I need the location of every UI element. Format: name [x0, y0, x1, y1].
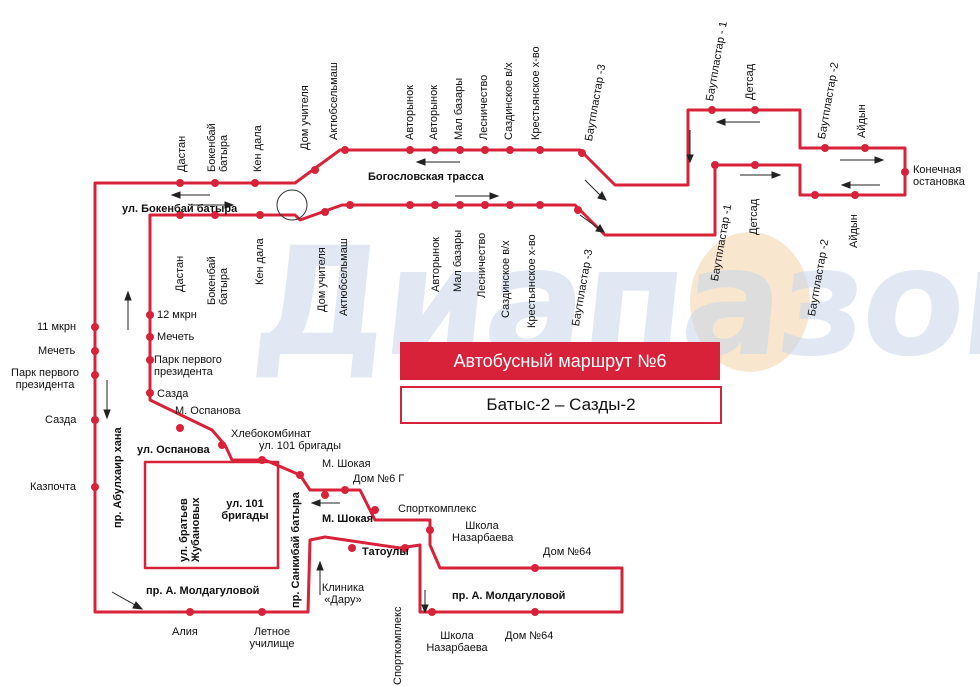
stop-label: Бокенбай батыра: [206, 123, 230, 172]
stop-label: Казпочта: [30, 481, 77, 493]
stop-label: 11 мкрн: [37, 321, 77, 333]
street-label-101: ул. 101 бригады: [221, 498, 269, 522]
route-title: Автобусный маршрут №6: [400, 342, 720, 380]
street-label-bogoslovskaya: Богословская трасса: [368, 171, 484, 183]
stop-label: Сазда: [157, 388, 189, 400]
stop-label: Дом учителя: [299, 85, 311, 150]
street-label-moldagulova-right: пр. А. Молдагуловой: [452, 590, 566, 602]
stop-label: Спорткомплекс: [398, 503, 477, 515]
stop-label: Саздинское в/х: [500, 240, 512, 318]
stop-label: Детсад: [744, 63, 756, 100]
stop-label: Мал базары: [453, 77, 465, 140]
stop-label: Кен дала: [252, 125, 264, 172]
stop-label: Айдын: [848, 214, 860, 248]
stop-label: Школа Назарбаева: [452, 520, 514, 544]
street-label-tatoulyi: Татоулы: [362, 546, 409, 558]
stop-label: Мал базары: [452, 229, 464, 292]
stop-label: Саздинское в/х: [503, 62, 515, 140]
stop-label: Алия: [172, 626, 198, 638]
stop-label: Айдын: [856, 104, 868, 138]
stop-label: Хлебокомбинат: [231, 428, 312, 440]
route-name: Батыс-2 – Сазды-2: [400, 386, 722, 424]
stop-label: Актюбсельмаш: [338, 238, 350, 316]
stop-label: Летное училище: [249, 626, 295, 650]
street-label-abulkhair: пр. Абулхаир хана: [112, 427, 124, 528]
stop-label: Бокенбай батыра: [206, 256, 230, 305]
stop-label: Дом №64: [543, 546, 592, 558]
stop-label: Лесничество: [478, 74, 490, 140]
stop-label: Дом №6 Г: [353, 473, 405, 485]
street-label-ospanova: ул. Оспанова: [137, 444, 210, 456]
route-line-outer: [93, 108, 907, 614]
stop-label: Клиника «Дару»: [321, 582, 365, 606]
street-label-sankibai: пр. Санкибай батыра: [290, 492, 302, 608]
stop-label: Авторынок: [404, 85, 416, 140]
street-label-moldagulova-left: пр. А. Молдагуловой: [146, 585, 260, 597]
stop-label: Парк первого президента: [154, 354, 222, 378]
stop-label: Школа Назарбаева: [426, 630, 488, 654]
stop-label: М. Шокая: [322, 458, 371, 470]
stop-label: Детсад: [748, 198, 760, 235]
stop-label: Мечеть: [38, 345, 76, 357]
stop-label: Дастан: [176, 135, 188, 172]
stop-label: Крестьянское х-во: [526, 234, 538, 328]
street-label-shokaya: М. Шокая: [322, 513, 374, 525]
street-label-bratyev: ул. братьев Жубановых: [178, 497, 202, 562]
stop-label: Мечеть: [157, 331, 195, 343]
stop-label: Крестьянское х-во: [530, 46, 542, 140]
stop-label: М. Оспанова: [175, 405, 241, 417]
street-label-bokonbai: ул. Бокенбай батыра: [122, 203, 238, 215]
stop-label: Дом №64: [505, 630, 554, 642]
stop-label: Сазда: [45, 414, 77, 426]
route-line-inner: [143, 460, 280, 570]
stop-label: Кен дала: [254, 238, 266, 285]
stop-label: Лесничество: [476, 232, 488, 298]
stop-label: Авторынок: [430, 237, 442, 292]
stop-label: Актюбсельмаш: [328, 62, 340, 140]
stop-label: ул. 101 бригады: [259, 440, 341, 452]
stop-label: Авторынок: [428, 85, 440, 140]
stop-label: 12 мкрн: [157, 309, 197, 321]
stop-label: Дастан: [174, 255, 186, 292]
stop-label: Дом учителя: [316, 247, 328, 312]
stop-label: Спорткомплекс: [392, 606, 404, 685]
stop-label: Парк первого президента: [11, 367, 79, 391]
terminal-label: Конечная остановка: [913, 164, 965, 188]
